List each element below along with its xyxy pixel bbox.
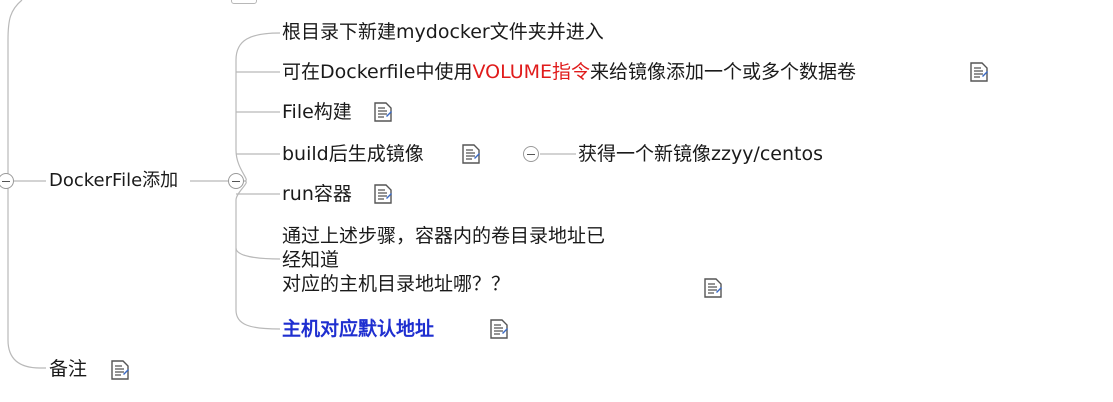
child-host-default-path[interactable]: 主机对应默认地址 [282,317,434,341]
child-new-image[interactable]: 获得一个新镜像zzyy/centos [578,142,823,166]
child-file-build[interactable]: File构建 [282,100,352,124]
child-host-path-line-3: 对应的主机目录地址哪？？ [282,273,511,295]
child-create-folder-label: 根目录下新建mydocker文件夹并进入 [282,21,604,43]
note-icon[interactable] [490,319,508,339]
top-node-stub [231,0,257,4]
note-icon[interactable] [970,62,988,82]
collapse-toggle-icon[interactable] [523,146,539,162]
note-icon[interactable] [374,102,392,122]
branch-dockerfile-add-label: DockerFile添加 [49,170,179,191]
child-volume-highlight: VOLUME指令 [472,61,591,83]
collapse-toggle-icon[interactable] [0,173,14,189]
note-icon[interactable] [704,278,722,298]
child-host-default-path-label: 主机对应默认地址 [282,318,435,340]
child-new-image-label: 获得一个新镜像zzyy/centos [578,143,823,165]
collapse-toggle-icon[interactable] [228,173,244,189]
child-create-folder[interactable]: 根目录下新建mydocker文件夹并进入 [282,20,604,44]
child-file-build-label: File构建 [282,101,352,123]
child-host-path-question[interactable]: 通过上述步骤，容器内的卷目录地址已 经知道 对应的主机目录地址哪？？ [282,224,605,296]
note-icon[interactable] [111,360,129,380]
child-build-image-label: build后生成镜像 [282,143,424,165]
branch-notes[interactable]: 备注 [49,357,87,381]
child-host-path-line-1: 通过上述步骤，容器内的卷目录地址已 [282,225,606,247]
child-run-container-label: run容器 [282,183,352,205]
child-run-container[interactable]: run容器 [282,182,352,206]
child-build-image[interactable]: build后生成镜像 [282,142,424,166]
child-volume-before: 可在Dockerfile中使用 [282,61,473,83]
note-icon[interactable] [462,144,480,164]
branch-dockerfile-add[interactable]: DockerFile添加 [49,169,178,193]
child-host-path-line-2: 经知道 [282,249,340,271]
branch-notes-label: 备注 [49,358,88,380]
child-volume-after: 来给镜像添加一个或多个数据卷 [590,61,857,83]
note-icon[interactable] [374,184,392,204]
